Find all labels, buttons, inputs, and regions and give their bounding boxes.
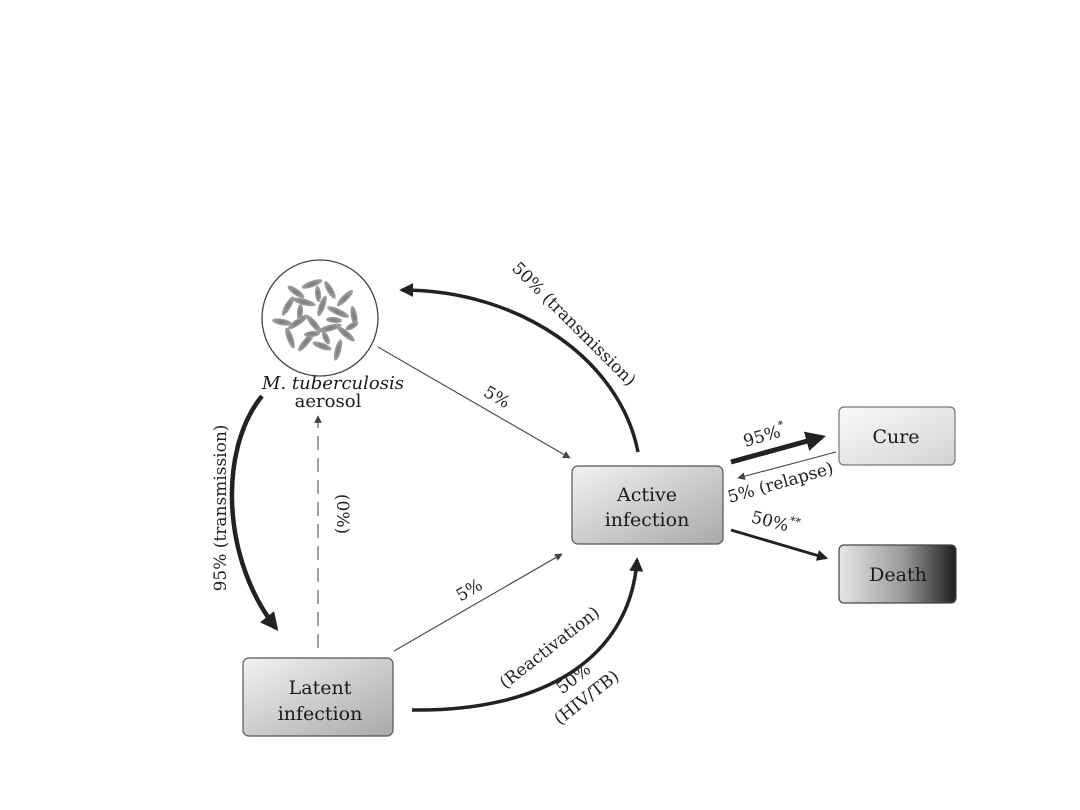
edge-reactivation — [411, 557, 644, 712]
label-active-to-aerosol: 50% (transmission) — [507, 258, 639, 390]
latent-infection-node: Latent infection — [242, 657, 394, 737]
active-infection-line2: infection — [605, 509, 690, 531]
label-aerosol-to-latent: 95% (transmission) — [211, 425, 231, 592]
death-box — [838, 544, 957, 604]
bacteria-circle — [261, 259, 379, 377]
aerosol-node: M. tuberculosis aerosol — [261, 259, 404, 412]
active-infection-node: Active infection — [571, 465, 724, 545]
label-active-to-death-mark: ** — [788, 514, 802, 529]
edge-aerosol-to-active — [377, 346, 571, 459]
aerosol-label-line2: aerosol — [295, 391, 362, 412]
label-active-to-death-pct: 50% — [749, 508, 791, 537]
latent-infection-box — [242, 657, 394, 737]
edge-latent-to-active — [393, 553, 563, 652]
label-latent-to-aerosol: (0%) — [332, 494, 352, 534]
death-node: Death — [838, 544, 957, 604]
cure-label: Cure — [872, 426, 919, 448]
latent-infection-line1: Latent — [289, 677, 352, 699]
label-active-to-death: 50%** — [749, 505, 802, 539]
label-cure-to-active: 5% (relapse) — [725, 459, 835, 508]
edge-aerosol-to-latent — [229, 394, 279, 631]
edge-active-to-aerosol — [399, 283, 640, 453]
death-label: Death — [869, 564, 927, 586]
label-latent-to-active: 5% — [453, 575, 486, 606]
active-infection-line1: Active — [616, 484, 677, 506]
bacteria-cluster-icon — [272, 279, 359, 361]
label-active-to-cure-mark: * — [777, 418, 786, 432]
edge-active-to-death — [730, 528, 829, 561]
edge-active-to-cure — [730, 431, 826, 465]
cure-node: Cure — [838, 406, 956, 466]
cure-box — [838, 406, 956, 466]
active-infection-box — [571, 465, 724, 545]
aerosol-label-line1: M. tuberculosis — [261, 373, 404, 394]
edge-cure-to-active — [737, 451, 837, 480]
latent-infection-line2: infection — [278, 703, 363, 725]
